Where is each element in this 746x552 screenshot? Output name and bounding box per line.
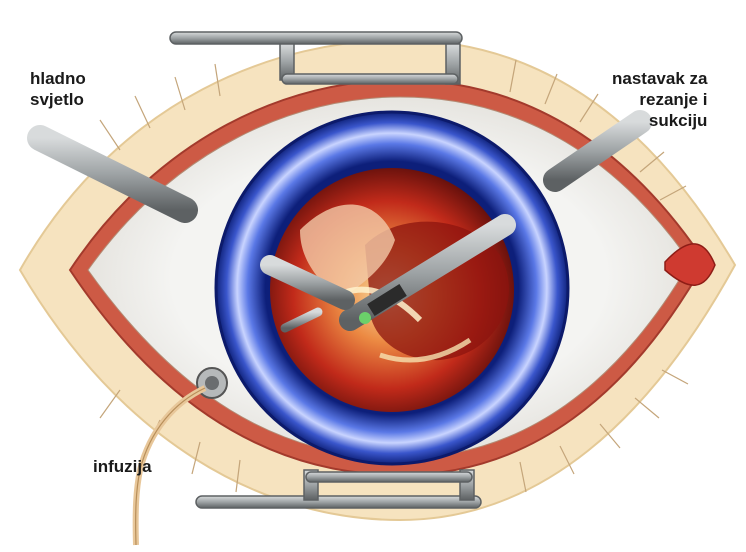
cutter-label-line-2: rezanje i [612,89,707,110]
cutter-label-line-1: nastavak za [612,68,707,89]
cold-light-label-line-1: hladno [30,68,86,89]
cold-light-label-line-2: svjetlo [30,89,86,110]
cutter-label-line-3: sukciju [612,110,707,131]
cold-light-label: hladno svjetlo [30,68,86,110]
cutter-label: nastavak za rezanje i sukciju [612,68,707,131]
infusion-label: infuzija [93,456,152,477]
